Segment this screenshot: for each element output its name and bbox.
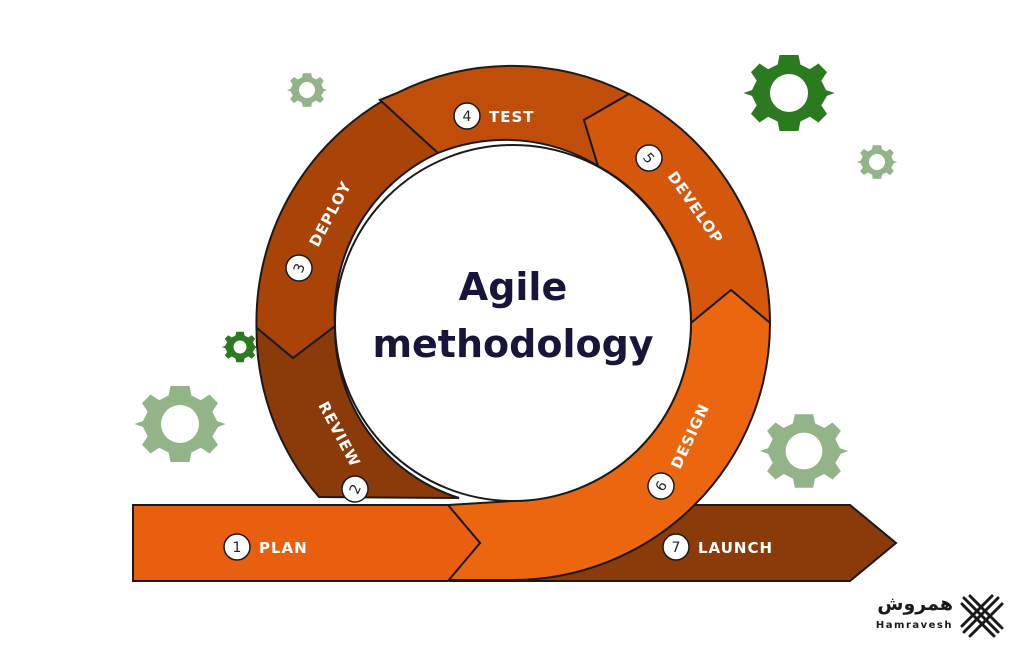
gear-icon: [856, 145, 898, 179]
step-number-badge: [223, 533, 251, 561]
step-label: PLAN: [259, 539, 308, 557]
center-circle: [334, 144, 692, 502]
gear-icon: [134, 386, 226, 462]
hamravesh-logo-icon: [960, 594, 1004, 638]
brand: همروش Hamravesh: [876, 593, 1004, 638]
step-number: 7: [672, 540, 681, 556]
review-segment: [255, 323, 460, 499]
gear-icon: [759, 414, 849, 488]
brand-name-fa: همروش: [877, 593, 953, 615]
step-test: 4 TEST: [453, 102, 535, 130]
title-line-2: methodology: [372, 322, 653, 366]
gear-icon: [286, 73, 328, 107]
step-number-badge: [635, 144, 663, 172]
gear-icon: [743, 55, 835, 131]
brand-name-en: Hamravesh: [876, 620, 953, 631]
title-line-1: Agile: [459, 265, 567, 309]
plan-arrow: [132, 504, 482, 582]
step-launch: 7 LAUNCH: [662, 533, 773, 561]
step-number-badge: [285, 254, 313, 282]
step-label: TEST: [489, 108, 535, 126]
step-number: 4: [463, 109, 472, 125]
step-number-badge: [453, 102, 481, 130]
step-number-badge: [662, 533, 690, 561]
step-number: 1: [233, 540, 242, 556]
step-plan: 1 PLAN: [223, 533, 308, 561]
step-number-badge: [341, 475, 369, 503]
gear-icon: [221, 331, 259, 363]
step-number-badge: [647, 472, 675, 500]
step-label: LAUNCH: [698, 539, 773, 557]
